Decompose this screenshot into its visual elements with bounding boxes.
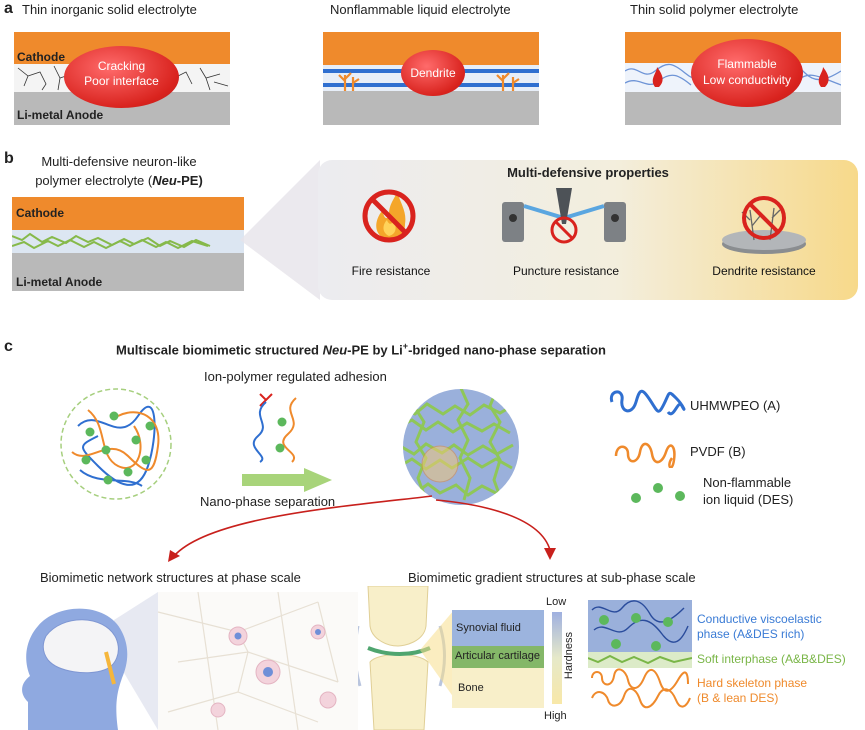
cathode-label: Cathode xyxy=(16,206,64,220)
polymer-electrolyte-cell: Flammable Low conductivity xyxy=(625,32,841,125)
hardness-label: Hardness xyxy=(563,632,575,680)
issue-line-1: Cracking xyxy=(97,59,146,73)
panel-c-title: Multiscale biomimetic structured Neu-PE … xyxy=(116,341,606,358)
dendrite-prohibited-icon xyxy=(722,196,806,254)
network-structure-title: Biomimetic network structures at phase s… xyxy=(40,570,301,585)
anode-label: Li-metal Anode xyxy=(17,108,104,122)
panel-b-letter: b xyxy=(4,150,14,167)
des-legend-label: Non-flammable ion liquid (DES) xyxy=(703,475,794,507)
panel-a-letter: a xyxy=(4,0,13,17)
neu-pe-heading: Multi-defensive neuron-like polymer elec… xyxy=(35,154,203,188)
issue-line-1: Dendrite xyxy=(410,66,456,80)
hardness-high-label: High xyxy=(544,710,567,722)
uhmwpeo-legend-icon xyxy=(609,389,686,416)
issue-line-1: Flammable xyxy=(717,57,777,71)
inorganic-electrolyte-cell: Cathode Li-metal Anode Cracking Poor int… xyxy=(14,32,230,125)
joint-layer-stack: Synovial fluid Articular cartilage Bone xyxy=(452,610,544,708)
uhmwpeo-legend-label: UHMWPEO (A) xyxy=(690,398,781,413)
issue-bubble xyxy=(401,50,465,96)
issue-bubble xyxy=(64,46,179,108)
puncture-test-icon xyxy=(502,188,626,244)
dendrite-resistance-label: Dendrite resistance xyxy=(712,264,816,278)
neuron-network-icon xyxy=(12,232,211,250)
puncture-resistance-label: Puncture resistance xyxy=(512,264,620,278)
panel-a-title-2: Nonflammable liquid electrolyte xyxy=(330,2,511,17)
separation-arrow-icon xyxy=(242,468,332,492)
fire-prohibited-icon xyxy=(362,189,416,243)
zoom-callout xyxy=(240,160,320,300)
anode-label: Li-metal Anode xyxy=(16,275,103,289)
phase-soft-label: Soft interphase (A&B&DES) xyxy=(697,652,846,666)
mixed-polymer-circle xyxy=(60,388,172,500)
dendrite-icon xyxy=(338,72,520,91)
liquid-electrolyte-cell: Dendrite xyxy=(323,32,539,125)
bone-label: Bone xyxy=(458,682,484,694)
neu-pe-cell: Cathode Li-metal Anode xyxy=(12,197,244,291)
gradient-structure-title: Biomimetic gradient structures at sub-ph… xyxy=(408,570,696,585)
fire-resistance-label: Fire resistance xyxy=(351,264,431,278)
gradient-phase-illustration xyxy=(588,600,692,712)
adhesion-icon xyxy=(252,393,297,463)
neu-pe-structure-circle xyxy=(403,389,519,505)
panel-a-title-1: Thin inorganic solid electrolyte xyxy=(22,2,197,17)
synovial-fluid-label: Synovial fluid xyxy=(456,622,521,634)
hardness-low-label: Low xyxy=(546,596,567,608)
knee-joint-illustration xyxy=(358,586,454,730)
pvdf-legend-label: PVDF (B) xyxy=(690,444,746,459)
issue-bubble xyxy=(691,39,803,107)
issue-line-2: Poor interface xyxy=(84,74,159,88)
phase-hard-label: Hard skeleton phase (B & lean DES) xyxy=(697,676,808,705)
brain-neuron-illustration xyxy=(22,592,358,730)
hardness-bar xyxy=(552,612,562,704)
adhesion-label: Ion-polymer regulated adhesion xyxy=(204,369,387,384)
zoom-arrows xyxy=(168,495,556,562)
articular-cartilage-label: Articular cartilage xyxy=(455,650,540,662)
panel-a-title-3: Thin solid polymer electrolyte xyxy=(630,2,799,17)
issue-line-2: Low conductivity xyxy=(702,73,792,87)
des-legend-icon xyxy=(631,483,685,503)
separation-label: Nano-phase separation xyxy=(200,494,336,509)
phase-conductive-label: Conductive viscoelastic phase (A&DES ric… xyxy=(697,612,822,641)
properties-title: Multi-defensive properties xyxy=(507,165,669,180)
pvdf-legend-icon xyxy=(614,442,676,468)
panel-c-letter: c xyxy=(4,338,13,355)
cathode-label: Cathode xyxy=(17,50,65,64)
